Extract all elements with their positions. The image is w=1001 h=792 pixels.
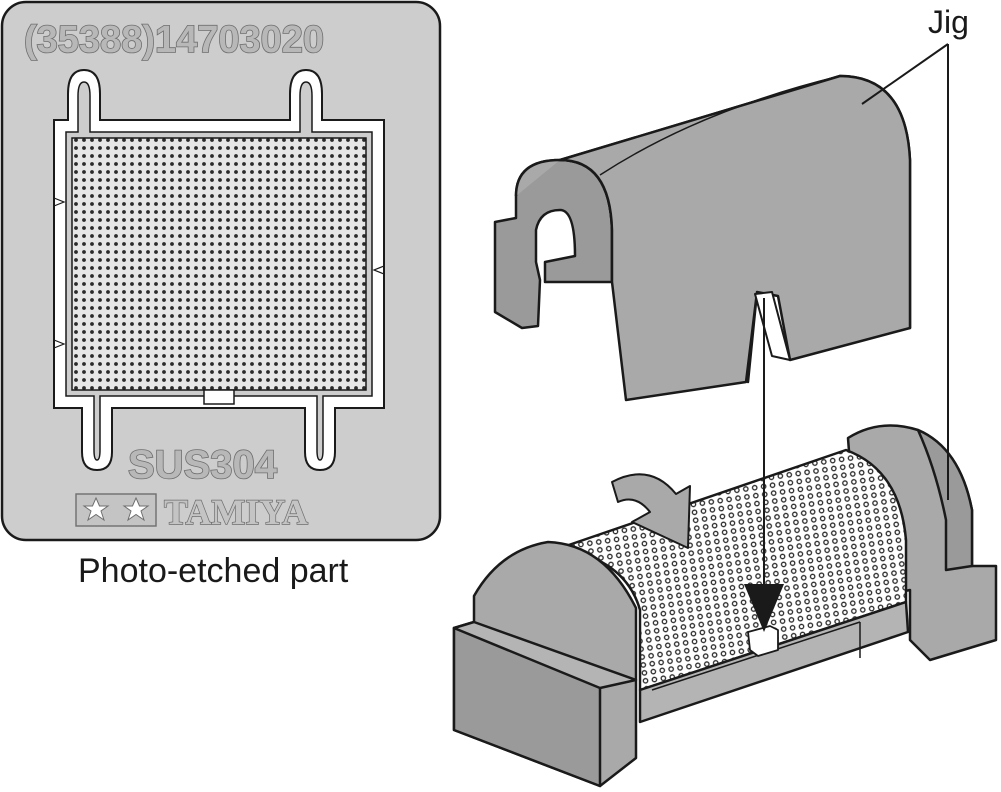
material-code: SUS304 xyxy=(128,443,278,487)
brand-name: TAMIYA xyxy=(164,492,308,532)
upper-jig-front-face xyxy=(558,74,912,402)
lower-jig-right-end-face xyxy=(916,428,974,572)
insertion-arrow xyxy=(744,298,784,632)
lower-jig-base xyxy=(638,600,910,724)
lower-jig xyxy=(452,424,998,788)
attachment-notch xyxy=(372,265,385,275)
upper-jig-fold-line xyxy=(599,75,841,176)
attachment-notch xyxy=(53,339,66,349)
jig-leader-lines xyxy=(861,43,949,500)
upper-jig-end-face xyxy=(493,158,614,330)
roll-direction-arrow xyxy=(611,473,691,549)
part-number: (35388)14703020 xyxy=(24,19,324,61)
mesh-stopper-tab xyxy=(747,625,779,657)
mesh-panel xyxy=(71,137,367,391)
tamiya-star-logo xyxy=(75,493,157,527)
photo-etched-part-caption: Photo-etched part xyxy=(78,552,349,590)
mesh-edge-line xyxy=(651,621,861,691)
lower-jig-left-end-top xyxy=(452,620,638,690)
jig-label: Jig xyxy=(928,4,969,40)
upper-jig xyxy=(493,74,912,402)
attachment-notch xyxy=(53,197,66,207)
mesh-tab xyxy=(203,389,235,405)
photo-etched-plate: (35388)14703020 SUS304 TAMIYA xyxy=(0,0,442,542)
